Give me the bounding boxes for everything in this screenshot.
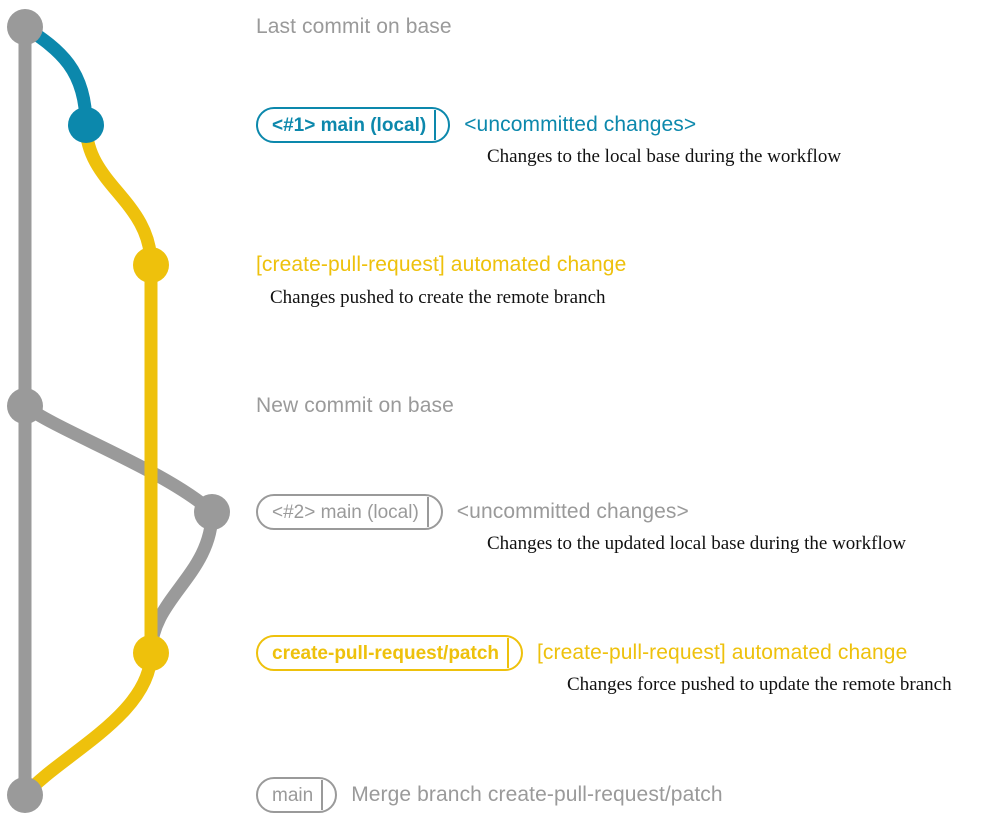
commit-subject-merge-into-main: Merge branch create-pull-request/patch (351, 783, 723, 806)
commit-description-remote-automated-change-1: Changes pushed to create the remote bran… (270, 287, 606, 308)
edge-local2-to-remote2 (144, 505, 219, 660)
commit-description-remote-automated-change-2: Changes force pushed to update the remot… (567, 674, 952, 695)
commit-node-base-new-commit (7, 388, 43, 424)
commit-node-remote-2 (133, 635, 169, 671)
commit-subject-local-uncommitted-2: <uncommitted changes> (456, 500, 689, 523)
commit-subject-local-uncommitted-1: <uncommitted changes> (464, 113, 697, 136)
commit-description-local-uncommitted-2: Changes to the updated local base during… (487, 533, 906, 554)
commit-node-local-1 (68, 107, 104, 143)
commit-node-base-merge (7, 777, 43, 813)
commit-title-new-commit-on-base: New commit on base (256, 394, 454, 417)
row-local-uncommitted-1: <#1> main (local) <uncommitted changes> (256, 107, 696, 143)
commit-subject-remote-automated-change-1: [create-pull-request] automated change (256, 253, 627, 276)
branch-chip-main-local-1[interactable]: <#1> main (local) (256, 107, 451, 143)
branch-chip-main[interactable]: main (256, 777, 338, 813)
row-remote-automated-change-1: [create-pull-request] automated change (256, 253, 626, 277)
commit-node-local-2 (194, 494, 230, 530)
row-new-commit-on-base: New commit on base (256, 394, 454, 418)
commit-title-last-commit-on-base: Last commit on base (256, 15, 452, 38)
edge-base-to-local2 (18, 399, 219, 519)
commit-node-base-last-commit (7, 9, 43, 45)
edge-remote2-to-merge (18, 646, 158, 802)
commit-node-remote-1 (133, 247, 169, 283)
row-local-uncommitted-2: <#2> main (local) <uncommitted changes> (256, 494, 689, 530)
commit-description-local-uncommitted-1: Changes to the local base during the wor… (487, 146, 842, 167)
edge-local1-to-remote1 (79, 118, 158, 272)
row-remote-automated-change-2: create-pull-request/patch [create-pull-r… (256, 635, 907, 671)
commit-subject-remote-automated-change-2: [create-pull-request] automated change (537, 641, 908, 664)
row-last-commit-on-base: Last commit on base (256, 15, 452, 39)
row-merge-into-main: main Merge branch create-pull-request/pa… (256, 777, 723, 813)
branch-chip-main-local-2[interactable]: <#2> main (local) (256, 494, 443, 530)
branch-chip-create-pull-request-patch[interactable]: create-pull-request/patch (256, 635, 523, 671)
